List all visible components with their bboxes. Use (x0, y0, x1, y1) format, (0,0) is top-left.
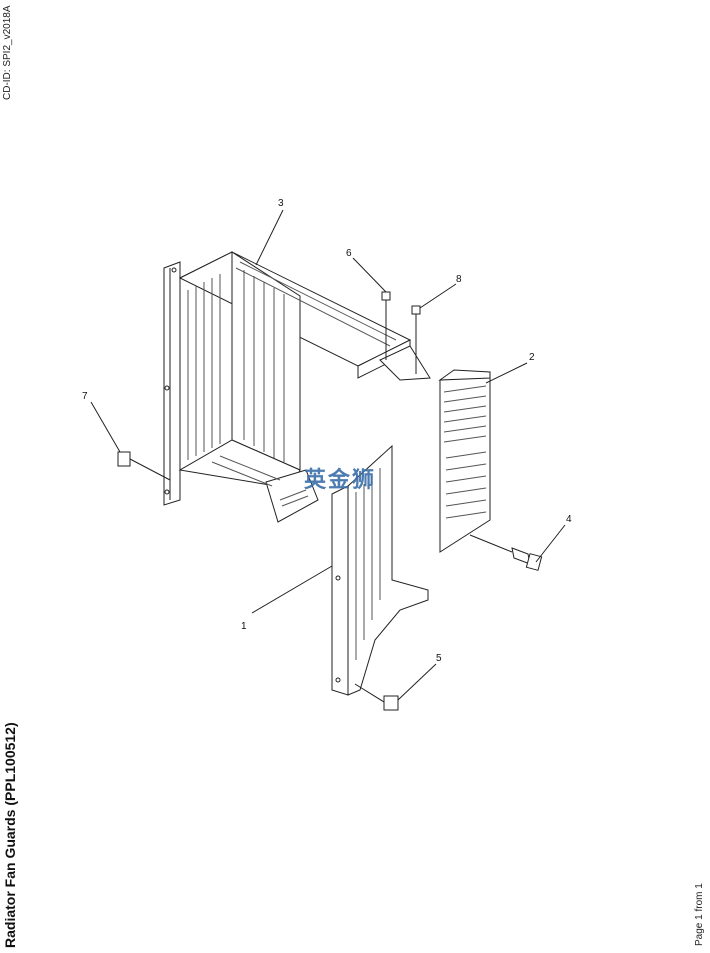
callout-1: 1 (241, 621, 247, 632)
callout-4: 4 (566, 514, 572, 525)
part-1-lower-guard (331, 444, 429, 696)
callout-8: 8 (456, 274, 462, 285)
watermark-logo: 英金狮 (304, 468, 377, 493)
part-8-bolt (411, 305, 421, 374)
part-3-upper-guard (163, 251, 431, 523)
part-5-bolt (354, 683, 399, 711)
part-7-bolt (117, 451, 171, 481)
callout-leaders (90, 209, 566, 701)
callout-7: 7 (82, 391, 88, 402)
part-4-bolt (469, 534, 543, 571)
callout-5: 5 (436, 653, 442, 664)
part-2-mesh-guard (438, 369, 491, 553)
callout-2: 2 (529, 352, 535, 363)
callout-3: 3 (278, 198, 284, 209)
callout-6: 6 (346, 248, 352, 259)
